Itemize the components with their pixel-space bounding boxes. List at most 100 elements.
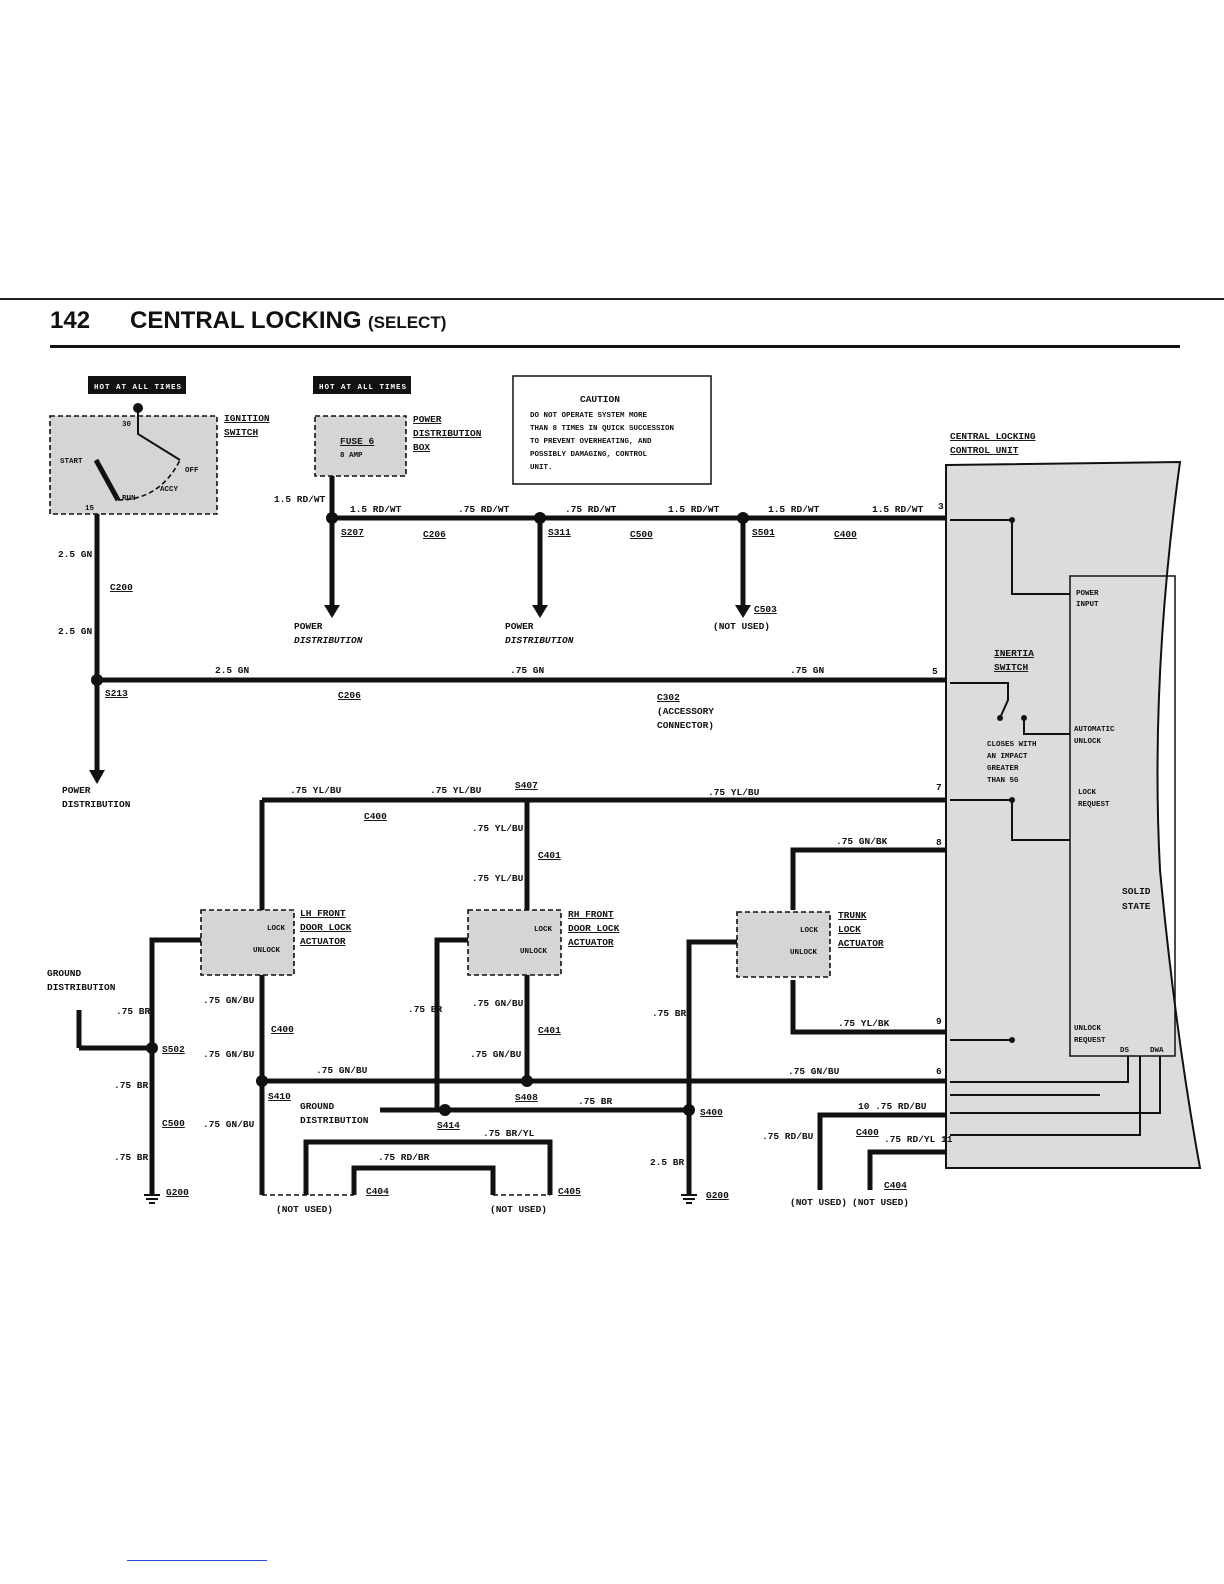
w-075gn-2: .75 GN: [790, 665, 825, 676]
conn-c500-b: C500: [162, 1118, 185, 1129]
lock-request-1: LOCK: [1078, 789, 1097, 797]
w-075gnbu-3: .75 GN/BU: [472, 998, 524, 1009]
dist-label-3: DISTRIBUTION: [62, 799, 131, 810]
conn-c500-a: C500: [630, 529, 653, 540]
conn-c400-c: C400: [271, 1024, 294, 1035]
arrows-down: [324, 605, 751, 618]
caution-line-1: DO NOT OPERATE SYSTEM MORE: [530, 412, 648, 420]
tr-unlock: UNLOCK: [790, 949, 818, 957]
caution-line-5: UNIT.: [530, 464, 553, 472]
inertia-1: INERTIA: [994, 648, 1034, 659]
not-used-3: (NOT USED): [790, 1197, 847, 1208]
not-used-2: (NOT USED): [490, 1204, 547, 1215]
trunk-wires: [790, 847, 946, 1035]
not-used-1: (NOT USED): [276, 1204, 333, 1215]
splice-s311: [534, 512, 546, 524]
w-075gnbu-2: .75 GN/BU: [203, 1049, 255, 1060]
splice-s400: [683, 1104, 695, 1116]
not-used-c503: (NOT USED): [713, 621, 770, 632]
w-075gnbu-4: .75 GN/BU: [470, 1049, 522, 1060]
pin-6: 6: [936, 1066, 942, 1077]
w-15rdwt-4: 1.5 RD/WT: [768, 504, 820, 515]
solid-state-box: [1069, 575, 1176, 1057]
lh-lock: LOCK: [267, 925, 286, 933]
w-1075rdbu: 10 .75 RD/BU: [858, 1101, 927, 1112]
conn-s407: S407: [515, 780, 538, 791]
ground-dist-1: DISTRIBUTION: [47, 982, 116, 993]
dist-label-2: DISTRIBUTION: [505, 635, 574, 646]
pin-5: 5: [932, 666, 938, 677]
power-input-1: POWER: [1076, 590, 1099, 598]
conn-c401-b: C401: [538, 1025, 561, 1036]
pin-9: 9: [936, 1016, 942, 1027]
conn-s410: S410: [268, 1091, 291, 1102]
pdb-box: [314, 415, 407, 477]
gn-bus: [94, 514, 946, 770]
power-label-2: POWER: [505, 621, 534, 632]
inertia-contact: [1021, 715, 1027, 721]
w-075ylbu-4: .75 YL/BU: [472, 823, 524, 834]
caution-line-4: POSSIBLY DAMAGING, CONTROL: [530, 451, 648, 459]
ground-label-2: GROUND: [300, 1101, 335, 1112]
closes-4: THAN 5G: [987, 777, 1019, 785]
w-075rdbr: .75 RD/BR: [378, 1152, 430, 1163]
w-075ylbu-1: .75 YL/BU: [290, 785, 342, 796]
hot-badge-1: [88, 376, 186, 394]
pdb-title-1: POWER: [413, 414, 442, 425]
amp-label: 8 AMP: [340, 452, 363, 460]
w-075br-5: .75 BR: [652, 1008, 687, 1019]
accy-label: ACCY: [160, 486, 179, 494]
w-25gn-1: 2.5 GN: [58, 549, 93, 560]
pin-8: 8: [936, 837, 942, 848]
control-unit-title-2: CONTROL UNIT: [950, 445, 1019, 456]
trunk-actuator-box: [736, 911, 831, 978]
ground-wires: [79, 937, 737, 1195]
page-number: 142: [50, 307, 91, 334]
conn-g200-a: G200: [166, 1187, 189, 1198]
pin-7: 7: [936, 782, 942, 793]
rh-1: RH FRONT: [568, 909, 614, 920]
power-label-3: POWER: [62, 785, 91, 796]
rh-2: DOOR LOCK: [568, 923, 620, 934]
accessory-label: (ACCESSORY: [657, 706, 714, 717]
pdb-title-2: DISTRIBUTION: [413, 428, 482, 439]
page-title: CENTRAL LOCKING: [130, 307, 362, 334]
w-075ylbu-2: .75 YL/BU: [430, 785, 482, 796]
ignition-switch-box: [49, 415, 218, 515]
pin-3: 3: [938, 501, 944, 512]
unlock-request-1: UNLOCK: [1074, 1025, 1102, 1033]
conn-s311: S311: [548, 527, 571, 538]
conn-c404-a: C404: [366, 1186, 389, 1197]
dist-label-1: DISTRIBUTION: [294, 635, 363, 646]
w-075gnbu-6: .75 GN/BU: [788, 1066, 840, 1077]
w-075gnbu-1: .75 GN/BU: [203, 995, 255, 1006]
off-label: OFF: [185, 467, 199, 475]
ignition-title-2: SWITCH: [224, 427, 259, 438]
dwa-label: DWA: [1150, 1047, 1164, 1055]
w-25br: 2.5 BR: [650, 1157, 685, 1168]
w-075rdwt-1: .75 RD/WT: [458, 504, 510, 515]
conn-g200-b: G200: [706, 1190, 729, 1201]
closes-2: AN IMPACT: [987, 753, 1028, 761]
auto-unlock-2: UNLOCK: [1074, 738, 1102, 746]
w-075gnbu-5: .75 GN/BU: [316, 1065, 368, 1076]
tr-lock: LOCK: [800, 927, 819, 935]
hot-badge-1-text: HOT AT ALL TIMES: [94, 384, 182, 392]
wiring-diagram: CENTRAL LOCKING CONTROL UNIT POWER INPUT…: [47, 375, 1202, 1215]
lh-2: DOOR LOCK: [300, 922, 352, 933]
solid-state-2: STATE: [1122, 901, 1151, 912]
w-075brylw: .75 BR/YL: [483, 1128, 535, 1139]
conn-s414: S414: [437, 1120, 460, 1131]
conn-c206-a: C206: [423, 529, 446, 540]
control-unit-title-1: CENTRAL LOCKING: [950, 431, 1036, 442]
inertia-contact: [997, 715, 1003, 721]
hot-badge-2: [313, 376, 411, 394]
w-075ylbu-3: .75 YL/BU: [708, 787, 760, 798]
conn-s213: S213: [105, 688, 128, 699]
ylbu-bus: [259, 797, 946, 1195]
w-15rdwt-2: 1.5 RD/WT: [350, 504, 402, 515]
w-075rdwt-2: .75 RD/WT: [565, 504, 617, 515]
w-15rdwt-5: 1.5 RD/WT: [872, 504, 924, 515]
w-075ylbk: .75 YL/BK: [838, 1018, 890, 1029]
pin-15: 15: [85, 505, 95, 513]
